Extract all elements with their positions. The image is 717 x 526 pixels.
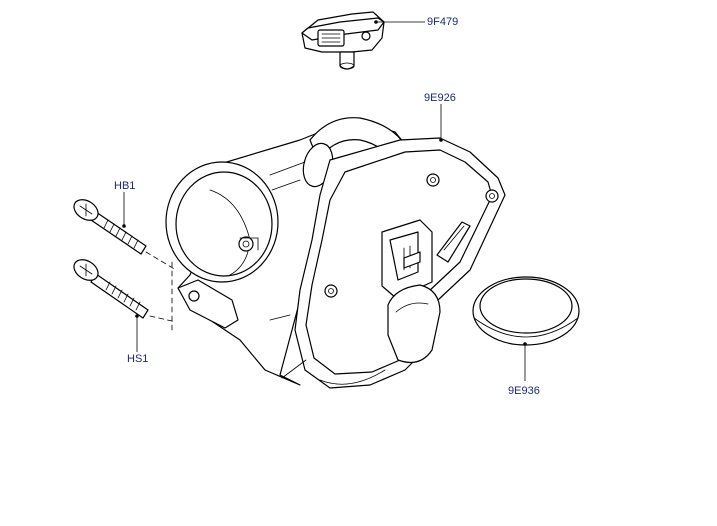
callout-9E936-label: 9E936 bbox=[508, 385, 540, 397]
callout-9F479-label: 9F479 bbox=[427, 16, 459, 28]
throttle-body-part bbox=[165, 117, 506, 389]
bolt-hb1-part bbox=[73, 199, 147, 255]
callout-HB1-label: HB1 bbox=[114, 180, 136, 192]
bolt-hs1-part bbox=[73, 259, 149, 319]
leader-dot-HS1 bbox=[135, 314, 139, 318]
leader-dot-9E926 bbox=[439, 138, 443, 142]
callout-HS1-label: HS1 bbox=[127, 353, 149, 365]
install-guide-lines bbox=[145, 251, 177, 331]
callout-9E926-label: 9E926 bbox=[424, 92, 456, 104]
map-sensor-part bbox=[301, 11, 385, 70]
leader-dot-HB1 bbox=[122, 224, 126, 228]
gasket-ring-part bbox=[472, 276, 580, 346]
leader-dot-9E936 bbox=[523, 342, 527, 346]
leader-dot-9F479 bbox=[374, 20, 378, 24]
